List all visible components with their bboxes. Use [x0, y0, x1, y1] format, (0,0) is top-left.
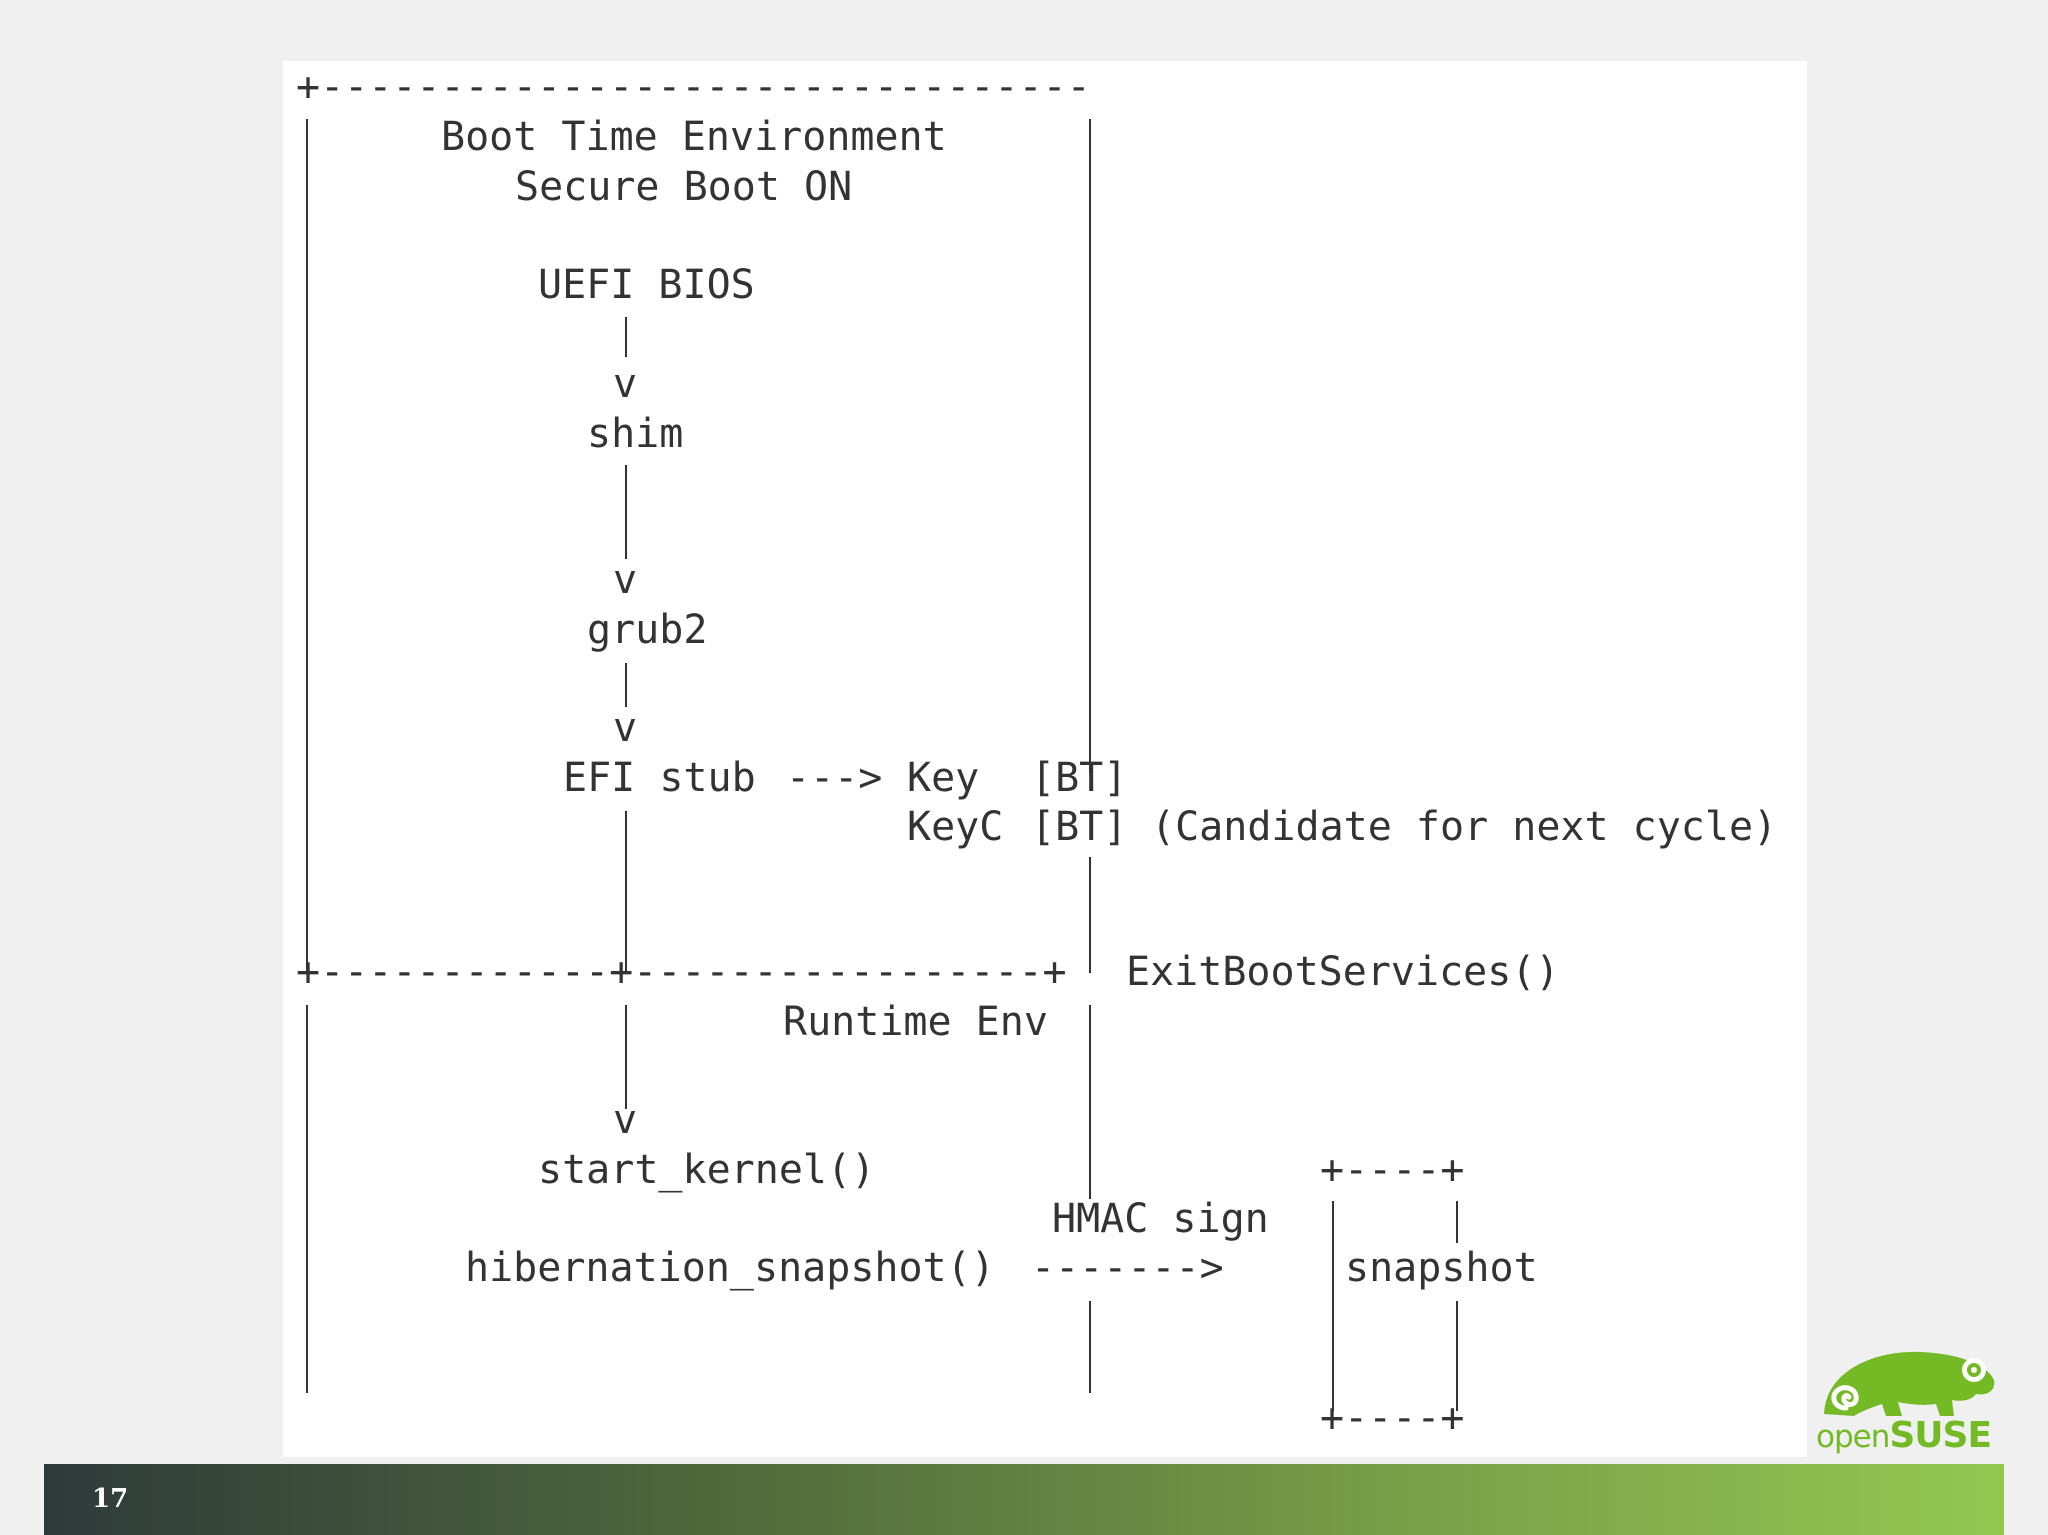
runtime-env-label: Runtime Env: [783, 999, 1048, 1045]
boot-flow-diagram: +-------------------------------- Boot T…: [296, 64, 1777, 1441]
arrow-head: v: [613, 705, 637, 751]
node-uefi-bios: UEFI BIOS: [538, 262, 755, 308]
keyc-note: (Candidate for next cycle): [1151, 804, 1777, 850]
section-title: Boot Time Environment: [441, 114, 947, 160]
efi-arrow: --->: [786, 755, 882, 801]
snapshot-box-bottom: +----+: [1320, 1395, 1465, 1441]
page-number: 17: [92, 1484, 129, 1514]
diagram-panel: +-------------------------------- Boot T…: [283, 61, 1807, 1457]
exit-boot-services: ExitBootServices(): [1126, 949, 1559, 995]
arrow-head: v: [613, 557, 637, 603]
node-start-kernel: start_kernel(): [538, 1147, 875, 1193]
key-label: Key: [907, 755, 979, 801]
wordmark-open: open: [1816, 1419, 1890, 1455]
wordmark-suse: SUSE: [1889, 1415, 1992, 1456]
top-border: +--------------------------------: [296, 64, 1091, 110]
node-snapshot: snapshot: [1345, 1245, 1538, 1291]
node-efi-stub: EFI stub: [563, 755, 756, 801]
arrow-head: v: [613, 361, 637, 407]
section-subtitle: Secure Boot ON: [515, 164, 852, 210]
snapshot-box-top: +----+: [1320, 1147, 1465, 1193]
arrow-head: v: [613, 1097, 637, 1143]
node-shim: shim: [587, 411, 683, 457]
node-hibernation-snapshot: hibernation_snapshot(): [465, 1245, 995, 1291]
key-tag: [BT]: [1031, 755, 1127, 801]
hmac-sign-label: HMAC sign: [1052, 1196, 1269, 1242]
node-grub2: grub2: [587, 607, 707, 653]
footer-bar: [44, 1464, 2004, 1535]
opensuse-wordmark: openSUSE: [1816, 1415, 1992, 1457]
hmac-arrow: ------->: [1031, 1245, 1224, 1291]
keyc-label: KeyC: [907, 804, 1003, 850]
mid-border: +------------+-----------------+: [296, 949, 1067, 995]
opensuse-chameleon-icon: [1824, 1351, 1995, 1416]
keyc-tag: [BT]: [1031, 804, 1127, 850]
